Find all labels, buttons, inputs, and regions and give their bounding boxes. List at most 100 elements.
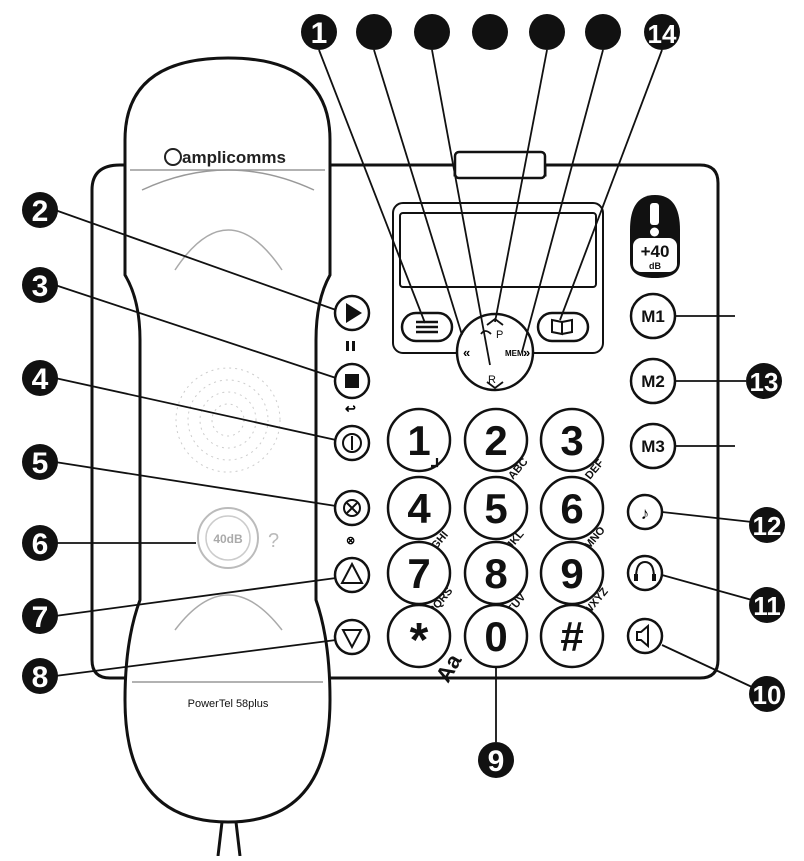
redial-icon xyxy=(480,330,492,335)
keypad: 1 2 ABC 3 DEF 4 GHI 5 JKL 6 MNO xyxy=(386,407,611,687)
nav-right-arrow: » xyxy=(523,345,530,360)
key-hash[interactable]: # xyxy=(539,603,605,669)
chevron-down-icon xyxy=(486,381,504,390)
melody-button[interactable]: ♪ xyxy=(626,493,664,531)
handset-cord xyxy=(216,821,242,857)
menu-icon xyxy=(416,320,438,334)
key-digit: 5 xyxy=(484,485,507,532)
speaker-button[interactable] xyxy=(626,617,664,655)
navigation-pad[interactable]: P R MEM « » xyxy=(455,312,535,392)
phonebook-icon xyxy=(551,318,573,336)
callout-blank-b xyxy=(414,14,450,50)
stop-button[interactable] xyxy=(333,362,371,400)
callout-6: 6 xyxy=(22,525,58,561)
callout-number: 9 xyxy=(488,745,505,778)
callout-14: 14 xyxy=(644,14,680,50)
callout-8: 8 xyxy=(22,658,58,694)
memory-key-label: M1 xyxy=(641,307,665,326)
menu-button[interactable] xyxy=(400,311,454,343)
callout-number: 3 xyxy=(32,270,49,303)
power-button[interactable] xyxy=(333,424,371,462)
boost-unit: dB xyxy=(649,261,661,271)
mute-button[interactable] xyxy=(333,489,371,527)
memory-key-m2[interactable]: M2 xyxy=(629,357,677,405)
callout-4: 4 xyxy=(22,360,58,396)
volume-down-icon xyxy=(341,629,363,650)
key-0[interactable]: 0 xyxy=(463,603,529,669)
key-digit: 7 xyxy=(407,550,430,597)
memory-key-m3[interactable]: M3 xyxy=(629,422,677,470)
callout-number: 4 xyxy=(32,363,49,396)
back-arrow-icon: ↩ xyxy=(345,401,356,416)
leader-lines xyxy=(54,49,753,742)
callout-1: 1 xyxy=(301,14,337,50)
key-digit: 2 xyxy=(484,417,507,464)
lcd-display xyxy=(399,212,597,288)
nav-up-label: P xyxy=(496,329,503,341)
pause-icon xyxy=(346,341,355,351)
callout-blank-e xyxy=(585,14,621,50)
key-star[interactable]: * Aa xyxy=(386,603,467,687)
callout-number: 11 xyxy=(753,591,781,621)
exclamation-icon xyxy=(650,203,659,225)
memory-key-label: M2 xyxy=(641,372,665,391)
melody-icon: ♪ xyxy=(641,504,650,523)
callout-11: 11 xyxy=(749,587,785,623)
handset: 40dB ? PowerTel 58plus amplicomms xyxy=(123,56,332,857)
callout-5: 5 xyxy=(22,444,58,480)
callout-2: 2 xyxy=(22,192,58,228)
callout-blank-c xyxy=(472,14,508,50)
callout-10: 10 xyxy=(749,676,785,712)
headset-icon xyxy=(634,560,656,581)
cradle-tab xyxy=(453,150,547,180)
play-button[interactable] xyxy=(333,294,371,332)
boost-value: +40 xyxy=(641,242,670,261)
volume-up-button[interactable] xyxy=(333,556,371,594)
key-5[interactable]: 5 JKL xyxy=(463,475,529,552)
key-digit: 6 xyxy=(560,485,583,532)
key-4[interactable]: 4 GHI xyxy=(386,475,452,552)
mute-icon xyxy=(343,499,361,517)
callouts: 1 14 2 3 4 5 6 7 8 9 10 11 12 13 xyxy=(22,14,785,778)
key-6[interactable]: 6 MNO xyxy=(539,475,608,552)
volume-down-button[interactable] xyxy=(333,618,371,656)
key-digit: 4 xyxy=(407,485,431,532)
key-digit: 3 xyxy=(560,417,583,464)
key-digit: * xyxy=(410,614,429,667)
callout-number: 10 xyxy=(753,680,782,710)
amplicomms-logo: amplicomms xyxy=(164,148,286,167)
stop-icon xyxy=(345,374,359,388)
nav-down-label: R xyxy=(488,374,496,386)
callout-blank-a xyxy=(356,14,392,50)
key-digit: # xyxy=(560,613,583,660)
handset-boost-button[interactable]: 40dB xyxy=(197,507,259,569)
headset-button[interactable] xyxy=(626,554,664,592)
handset-boost-label: 40dB xyxy=(213,532,243,546)
callout-7: 7 xyxy=(22,598,58,634)
callout-number: 8 xyxy=(32,661,49,694)
callout-13: 13 xyxy=(746,363,782,399)
key-digit: 1 xyxy=(407,417,430,464)
mute-small-icon: ⊗ xyxy=(346,535,355,547)
callout-number: 1 xyxy=(311,17,328,50)
callout-number: 2 xyxy=(32,195,49,228)
speaker-icon xyxy=(636,623,649,649)
callout-9: 9 xyxy=(478,742,514,778)
key-3[interactable]: 3 DEF xyxy=(539,407,607,482)
callout-number: 7 xyxy=(32,601,49,634)
key-1[interactable]: 1 xyxy=(386,407,452,473)
key-digit: 0 xyxy=(484,613,507,660)
model-label: PowerTel 58plus xyxy=(188,698,269,710)
callout-3: 3 xyxy=(22,267,58,303)
callout-number: 14 xyxy=(648,19,677,49)
boost-badge: +40 dB xyxy=(630,195,680,278)
volume-up-icon xyxy=(340,561,364,584)
callout-number: 5 xyxy=(32,447,49,480)
phonebook-button[interactable] xyxy=(536,311,590,343)
power-icon xyxy=(342,433,362,453)
ear-icon: ? xyxy=(268,530,279,552)
memory-key-m1[interactable]: M1 xyxy=(629,292,677,340)
callout-number: 6 xyxy=(32,528,49,561)
